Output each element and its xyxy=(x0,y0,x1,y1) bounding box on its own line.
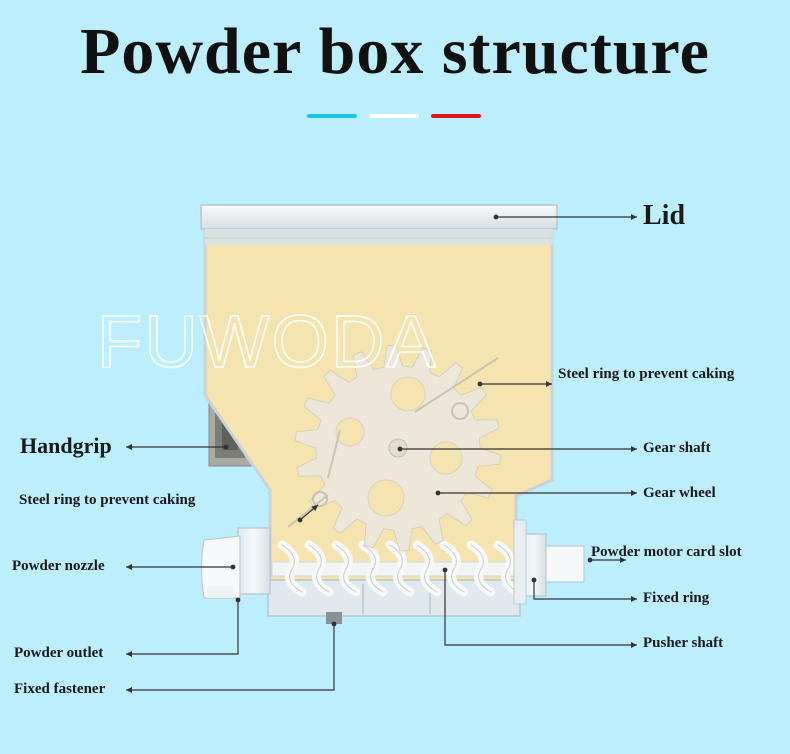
label-pusher-shaft: Pusher shaft xyxy=(643,635,724,651)
leader-arrowhead xyxy=(126,687,132,693)
leader-dot xyxy=(531,577,537,583)
page-title: Powder box structure xyxy=(80,15,710,88)
leader-dot xyxy=(297,517,303,523)
gear-hole xyxy=(390,376,426,412)
leader-arrowhead xyxy=(126,564,132,570)
leader-arrowhead xyxy=(311,505,318,512)
pusher-shaft-auger xyxy=(271,540,523,597)
auger-flight xyxy=(443,544,465,593)
watermark-text: FUWODA xyxy=(97,300,438,383)
lid-part xyxy=(200,204,558,245)
leader-line xyxy=(533,580,637,600)
leader-dot xyxy=(477,381,483,387)
gear-hole xyxy=(335,417,365,447)
label-steel-ring-left: Steel ring to prevent caking xyxy=(19,492,196,508)
leader-arrowhead xyxy=(126,651,132,657)
leader-dot xyxy=(223,444,229,450)
leader-arrowhead xyxy=(546,381,552,387)
label-powder-nozzle: Powder nozzle xyxy=(12,558,105,574)
leader-line xyxy=(126,600,239,655)
label-lid: Lid xyxy=(643,200,686,231)
gear-hole xyxy=(367,479,405,517)
auger-flight xyxy=(281,544,303,593)
label-fixed-fastener: Fixed fastener xyxy=(14,681,106,697)
accent-bar-white xyxy=(369,114,419,118)
leader-arrowhead xyxy=(631,642,637,648)
steel-ring-wires xyxy=(287,357,499,528)
motor-slot-part xyxy=(513,519,585,605)
leader-arrowhead xyxy=(631,214,637,220)
gear-hole xyxy=(429,441,463,475)
leader-dot xyxy=(587,557,593,563)
leader-dot xyxy=(230,564,236,570)
leader-arrowhead xyxy=(631,446,637,452)
leader-arrowhead xyxy=(631,490,637,496)
accent-bar-cyan xyxy=(307,114,357,118)
label-powder-outlet: Powder outlet xyxy=(14,645,104,661)
label-steel-ring-right: Steel ring to prevent caking xyxy=(558,366,735,382)
label-fixed-ring: Fixed ring xyxy=(643,590,710,606)
label-gear-shaft: Gear shaft xyxy=(643,440,711,456)
auger-flight xyxy=(497,544,519,593)
leader-dot xyxy=(397,446,403,452)
leader-dot xyxy=(442,567,448,573)
leader-dot xyxy=(235,597,241,603)
leader-line xyxy=(126,624,335,691)
powder-nozzle-part xyxy=(200,527,271,599)
leader-arrowhead xyxy=(126,444,132,450)
label-handgrip: Handgrip xyxy=(20,433,112,458)
leader-arrowhead xyxy=(620,557,626,563)
auger-flight xyxy=(389,544,411,593)
auger-flight xyxy=(362,544,384,593)
leader-lines xyxy=(126,214,637,693)
leader-dot xyxy=(493,214,499,220)
leader-line xyxy=(444,570,637,646)
auger-flight xyxy=(416,544,438,593)
label-powder-motor-card-slot: Powder motor card slot xyxy=(591,544,742,560)
leader-arrowhead xyxy=(631,596,637,602)
auger-flight xyxy=(470,544,492,593)
auger-flight xyxy=(335,544,357,593)
label-gear-wheel: Gear wheel xyxy=(643,485,716,501)
leader-dot xyxy=(331,621,337,627)
auger-flight xyxy=(308,544,330,593)
accent-bar-red xyxy=(431,114,481,118)
leader-dot xyxy=(435,490,441,496)
